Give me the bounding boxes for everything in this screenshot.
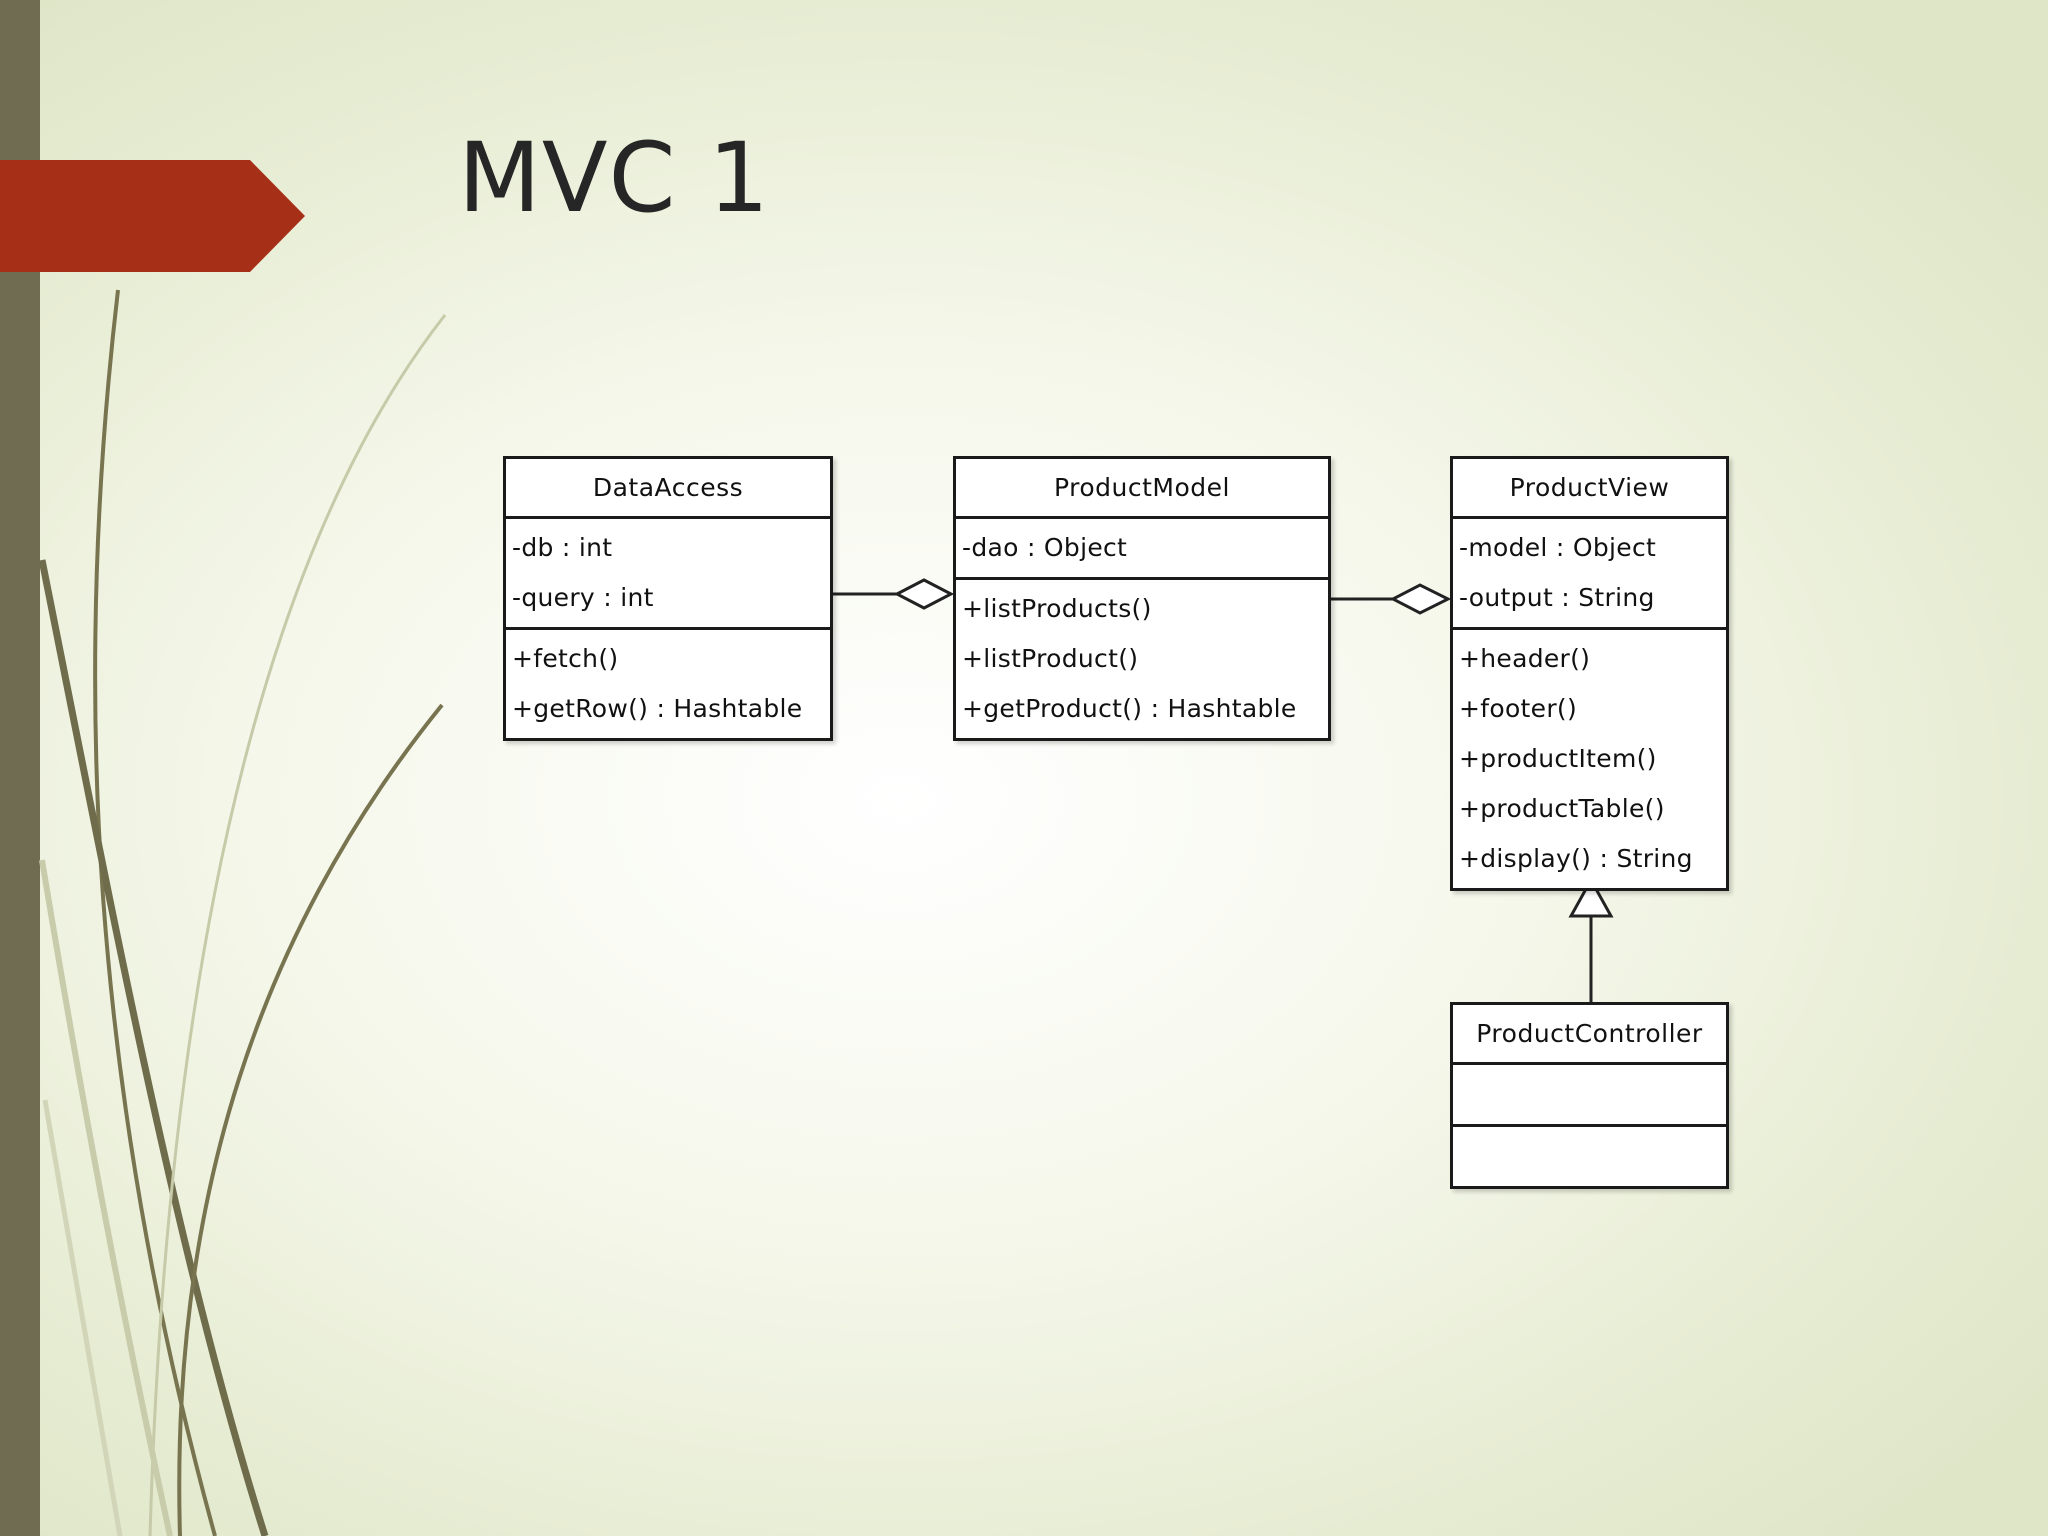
method: +getRow() : Hashtable: [512, 694, 803, 723]
methods-section: +header() +footer() +productItem() +prod…: [1453, 630, 1726, 888]
method: +display() : String: [1459, 844, 1693, 873]
swoosh-2: [38, 559, 269, 1536]
swoosh-5: [39, 859, 173, 1536]
method: +listProduct(): [962, 644, 1139, 673]
method: +productItem(): [1459, 744, 1657, 773]
attribute: -dao : Object: [962, 533, 1128, 562]
method: +fetch(): [512, 644, 619, 673]
slide-title: MVC 1: [458, 122, 771, 234]
methods-section: +fetch() +getRow() : Hashtable: [506, 630, 830, 738]
methods-section: +listProducts() +listProduct() +getProdu…: [956, 580, 1328, 738]
class-name: ProductModel: [956, 459, 1328, 519]
title-banner-arrow: [0, 160, 305, 272]
attributes-section: [1453, 1065, 1726, 1127]
uml-class-productmodel: ProductModel -dao : Object +listProducts…: [953, 456, 1331, 741]
method: +listProducts(): [962, 594, 1152, 623]
methods-section: [1453, 1127, 1726, 1186]
uml-class-productcontroller: ProductController: [1450, 1002, 1729, 1189]
uml-class-productview: ProductView -model : Object -output : St…: [1450, 456, 1729, 891]
attributes-section: -dao : Object: [956, 519, 1328, 580]
method: +header(): [1459, 644, 1591, 673]
attribute: -query : int: [512, 583, 654, 612]
swoosh-6: [42, 1099, 123, 1536]
uml-class-dataaccess: DataAccess -db : int -query : int +fetch…: [503, 456, 833, 741]
swoosh-4: [148, 314, 447, 1536]
attribute: -db : int: [512, 533, 613, 562]
attribute: -output : String: [1459, 583, 1655, 612]
attributes-section: -model : Object -output : String: [1453, 519, 1726, 630]
method: +getProduct() : Hashtable: [962, 694, 1297, 723]
attribute: -model : Object: [1459, 533, 1657, 562]
attributes-section: -db : int -query : int: [506, 519, 830, 630]
method: +footer(): [1459, 694, 1578, 723]
class-name: DataAccess: [506, 459, 830, 519]
swoosh-3: [177, 703, 444, 1536]
class-name: ProductController: [1453, 1005, 1726, 1065]
method: +productTable(): [1459, 794, 1665, 823]
class-name: ProductView: [1453, 459, 1726, 519]
swoosh-1: [93, 289, 217, 1536]
